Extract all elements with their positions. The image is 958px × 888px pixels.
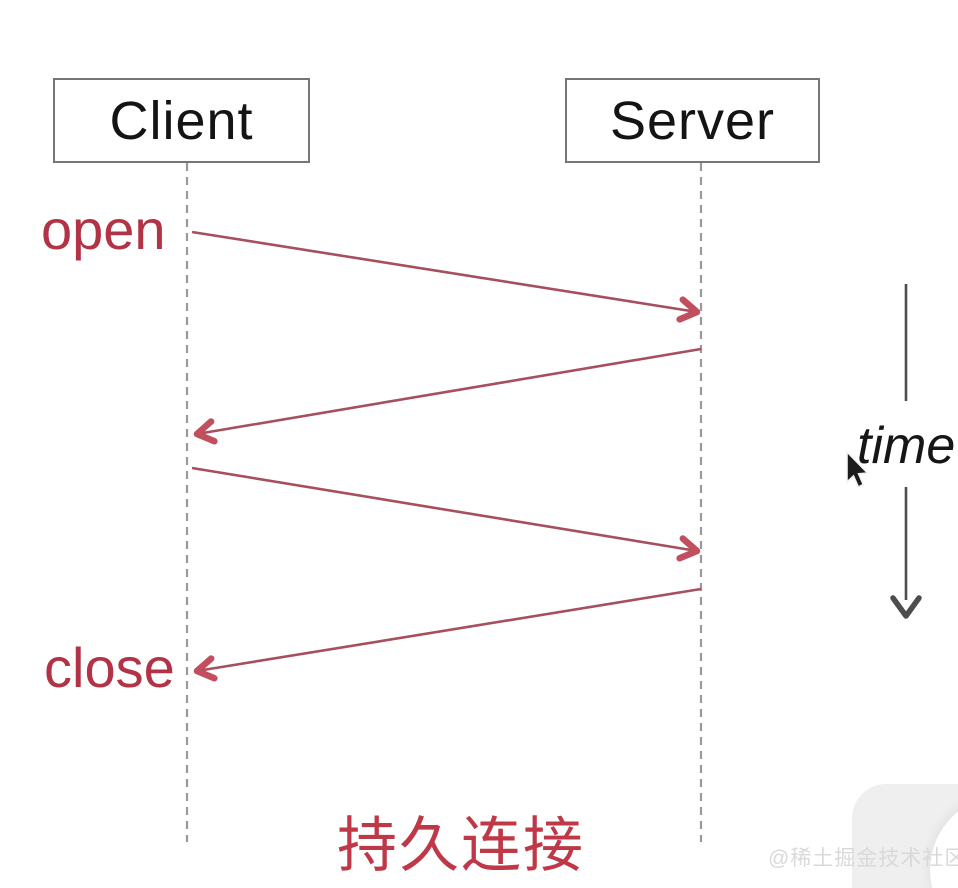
time-axis-arrowhead <box>890 595 922 619</box>
message-close-arrow <box>193 587 702 682</box>
diagram-caption: 持久连接 <box>337 812 585 879</box>
open-event-label: open <box>41 198 166 261</box>
message-response-arrow <box>193 347 702 445</box>
message-open-arrow <box>191 230 701 323</box>
message-request-arrow <box>191 466 701 562</box>
time-axis-label: time <box>857 417 956 475</box>
watermark-text: @稀土掘金技术社区 <box>768 847 958 870</box>
client-actor-label: Client <box>109 90 254 151</box>
client-actor-box: Client <box>53 78 310 163</box>
server-actor-box: Server <box>565 78 820 163</box>
mouse-cursor-icon <box>846 450 870 489</box>
server-actor-label: Server <box>609 90 776 151</box>
close-event-label: close <box>44 636 175 699</box>
